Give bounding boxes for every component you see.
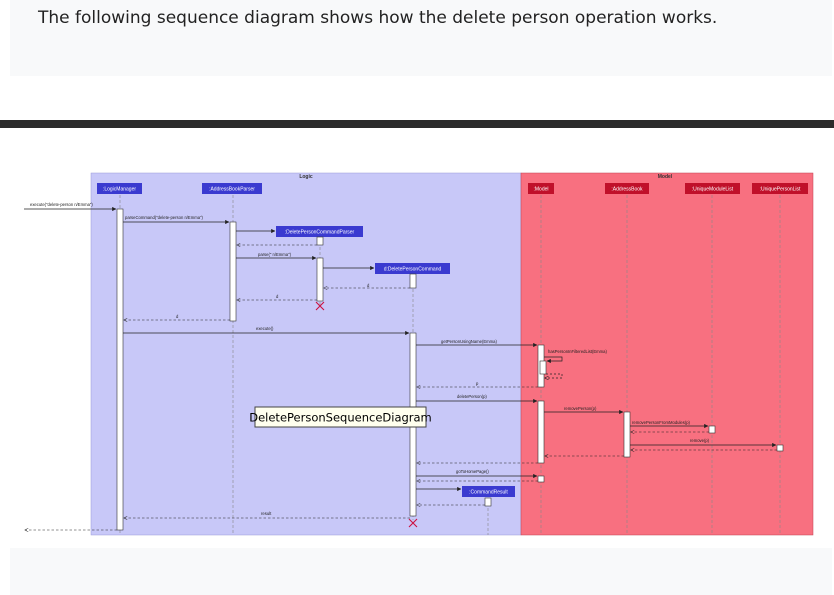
activation-delete-person-command-parser-2 <box>316 257 324 302</box>
activation-address-book-parser <box>229 221 237 322</box>
participant-unique-person-list-label: :UniquePersonList <box>760 187 801 193</box>
participant-model-label: :Model <box>533 187 548 193</box>
participant-logic-manager <box>97 183 142 194</box>
participant-unique-module-list <box>685 183 740 194</box>
destroy-parser-marker <box>315 301 325 311</box>
participant-model <box>528 183 554 194</box>
participant-delete-person-command-label: d:DeletePersonCommand <box>384 267 442 273</box>
label-remove-from-modules: removePersonFromModules(p) <box>632 420 691 425</box>
label-go-to-home: goToHomePage() <box>456 469 489 474</box>
activation-unique-person-list <box>776 444 784 452</box>
participant-address-book-parser-label: :AddressBookParser <box>209 187 255 193</box>
participant-command-result <box>462 486 515 497</box>
activation-address-book <box>623 411 631 458</box>
msg-has-person <box>544 356 563 364</box>
participant-command-result-label: :CommandResult <box>469 490 508 496</box>
logic-frame-title: Logic <box>299 174 313 180</box>
label-remove-person: removePerson(p) <box>564 406 597 411</box>
participant-unique-person-list <box>752 183 808 194</box>
activation-logic-manager <box>116 208 124 531</box>
activation-unique-module-list <box>708 425 716 434</box>
label-return-p: p <box>476 381 479 386</box>
diagram-caption-box <box>254 406 427 428</box>
label-parse: parse(" n/Emma") <box>258 252 292 257</box>
participant-delete-person-command-parser-label: :DeletePersonCommandParser <box>285 230 355 236</box>
label-return-d-1: d <box>367 283 370 288</box>
participant-address-book-label: :AddressBook <box>611 187 643 193</box>
activation-delete-person-command-1 <box>409 273 417 289</box>
activation-command-result <box>484 497 492 507</box>
intro-text: The following sequence diagram shows how… <box>38 8 718 28</box>
bottom-box <box>10 548 832 595</box>
label-remove: remove(p) <box>690 438 710 443</box>
destroy-command-marker <box>408 518 418 528</box>
activation-model-2 <box>537 400 545 464</box>
participant-logic-manager-label: :LogicManager <box>103 187 136 193</box>
label-result: result <box>261 511 272 516</box>
label-return-d-2: d <box>276 294 279 299</box>
label-get-person: getPersonUsingName(Emma) <box>441 339 497 344</box>
model-frame <box>520 172 814 536</box>
participant-delete-person-command-parser <box>276 226 363 237</box>
model-frame-title: Model <box>658 174 673 180</box>
label-delete-person: deletePerson(p) <box>457 394 487 399</box>
label-parse-command: parseCommand("delete-person n/Emma") <box>125 215 204 220</box>
participant-unique-module-list-label: :UniqueModuleList <box>692 187 734 193</box>
label-execute: execute("delete-person n/Emma") <box>30 202 93 207</box>
diagram-caption: DeletePersonSequenceDiagram <box>249 411 432 425</box>
label-execute-cmd: execute() <box>256 326 274 331</box>
participant-delete-person-command <box>375 263 450 274</box>
section-divider <box>0 120 834 128</box>
activation-model-3 <box>537 475 545 483</box>
msg-self-return <box>545 373 563 378</box>
label-return-d-3: d <box>176 314 179 319</box>
activation-model-inner <box>539 360 547 375</box>
participant-address-book <box>605 183 649 194</box>
intro-box: The following sequence diagram shows how… <box>10 0 832 76</box>
activation-delete-person-command-parser-1 <box>316 236 324 246</box>
label-has-person: hasPersonInFilteredList(Emma) <box>548 349 607 354</box>
participant-address-book-parser <box>202 183 262 194</box>
